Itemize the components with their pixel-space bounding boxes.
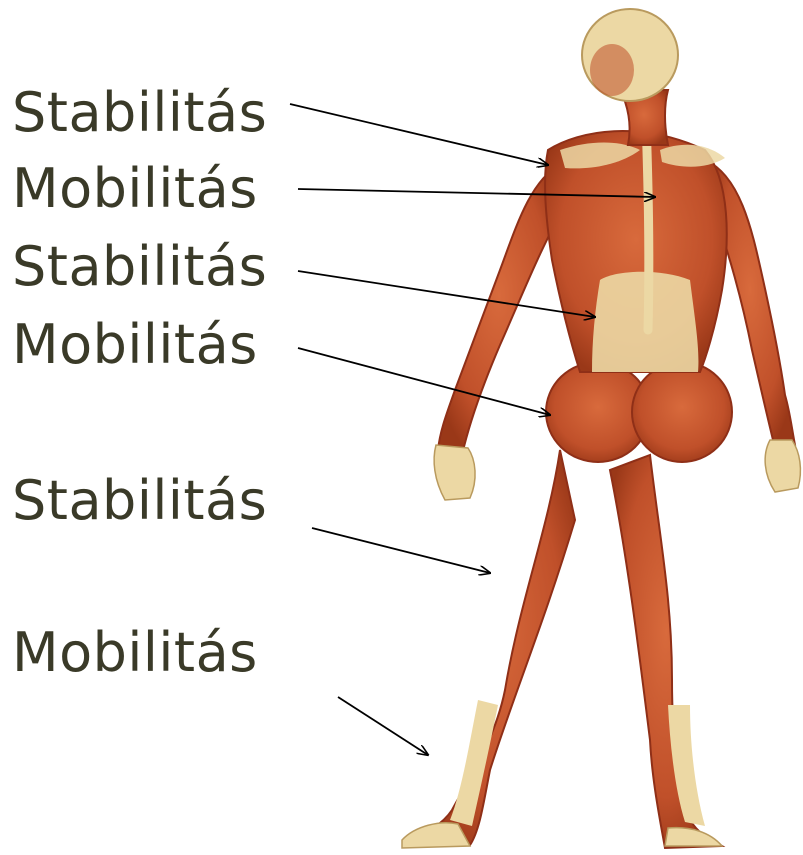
arrow-knee	[312, 528, 490, 573]
arrow-hip	[298, 348, 550, 415]
human-muscle-figure	[402, 9, 800, 848]
arrow-shoulder	[290, 104, 548, 165]
arrow-ankle	[338, 697, 428, 755]
arrow-lumbar	[298, 271, 595, 317]
